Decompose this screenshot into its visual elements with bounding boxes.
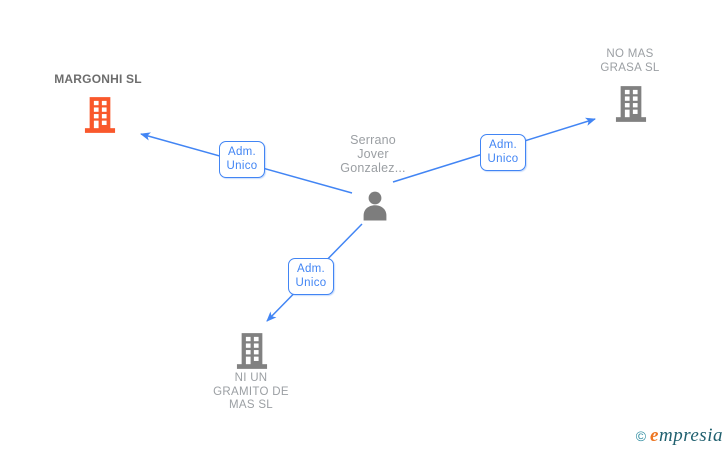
- person-name-line: Jover: [357, 147, 389, 161]
- edge-label-line: Unico: [226, 159, 258, 172]
- edge-label-adm-unico-ni-un-gramito[interactable]: Adm. Unico: [288, 258, 334, 295]
- edge-label-line: Adm.: [296, 263, 326, 275]
- brand-logo-text: empresia: [650, 425, 723, 447]
- brand-rest: mpresia: [658, 425, 723, 446]
- building-icon-no-mas-grasa[interactable]: [615, 86, 647, 122]
- edge-label-line: Unico: [487, 152, 519, 165]
- person-icon[interactable]: [359, 190, 391, 224]
- company-label-line: NO MAS: [606, 48, 654, 60]
- edge-label-adm-unico-no-mas-grasa[interactable]: Adm. Unico: [480, 134, 526, 171]
- company-label-no-mas-grasa[interactable]: NO MAS GRASA SL: [560, 48, 700, 75]
- edge-label-line: Unico: [295, 276, 327, 289]
- company-label-line: GRASA SL: [600, 61, 660, 74]
- building-icon: [236, 333, 268, 369]
- copyright-icon: ©: [635, 428, 647, 444]
- person-label[interactable]: Serrano Jover Gonzalez...: [303, 133, 443, 175]
- building-icon-margonhi[interactable]: [84, 97, 116, 133]
- company-label-line: MAS SL: [229, 399, 273, 411]
- edge-label-line: Adm.: [227, 146, 257, 158]
- person-name-line: Gonzalez...: [340, 161, 406, 175]
- user-silhouette-icon: [363, 191, 387, 221]
- company-label-line: GRAMITO DE: [213, 385, 289, 398]
- company-label-line: NI UN: [234, 372, 268, 384]
- company-label-margonhi[interactable]: MARGONHI SL: [54, 72, 142, 86]
- building-icon: [84, 97, 116, 133]
- person-name-line: Serrano: [350, 133, 396, 147]
- edge-label-line: Adm.: [488, 139, 518, 151]
- brand-watermark: © empresia: [636, 425, 723, 447]
- edge-label-adm-unico-margonhi[interactable]: Adm. Unico: [219, 141, 265, 178]
- building-icon-ni-un-gramito[interactable]: [236, 333, 268, 369]
- company-label-ni-un-gramito[interactable]: NI UN GRAMITO DE MAS SL: [176, 372, 326, 413]
- building-icon: [615, 86, 647, 122]
- brand-initial: e: [650, 425, 659, 446]
